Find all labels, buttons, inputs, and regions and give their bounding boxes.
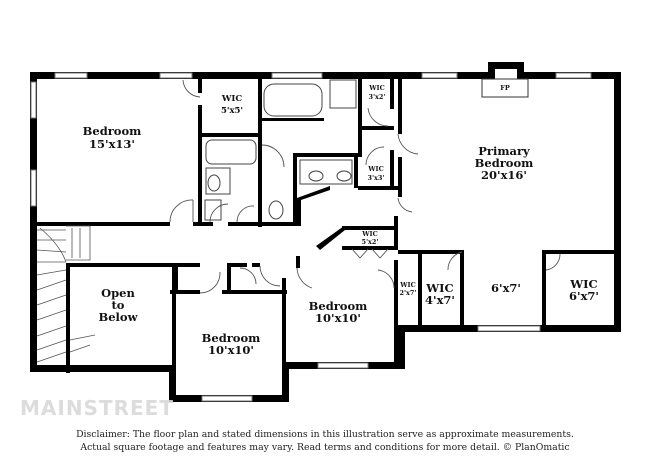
- wic-6-dims: 4'x7': [425, 293, 455, 307]
- wic-6-name: WIC: [425, 281, 453, 295]
- wic-4-name: WIC: [361, 230, 378, 238]
- wic-3-name: WIC: [367, 165, 384, 173]
- wic-2-name: WIC: [368, 84, 385, 92]
- fireplace-hearth: [481, 78, 529, 98]
- bedroom-sw-name: Bedroom: [202, 331, 261, 345]
- open-to-below-line2: to: [112, 298, 125, 312]
- bedroom-sw-dims: 10'x10': [208, 343, 254, 357]
- wic-7-dims: 6'x7': [569, 289, 599, 303]
- primary-bedroom-line1: Primary: [478, 144, 530, 158]
- disclaimer-line2: Actual square footage and features may v…: [80, 442, 570, 453]
- room-labels: Bedroom 15'x13' WIC 5'x5' WIC 3'x2' WIC …: [83, 84, 599, 357]
- disclaimer: Disclaimer: The floor plan and stated di…: [0, 428, 650, 454]
- fireplace-label: FP: [500, 84, 510, 92]
- wic-3-dims: 3'x3': [368, 174, 385, 182]
- wic-4-dims: 5'x2': [362, 238, 379, 246]
- closet-center-dims: 6'x7': [491, 281, 521, 295]
- primary-bedroom-dims: 20'x16': [481, 168, 527, 182]
- door-swings: [169, 79, 561, 294]
- bedroom-nw-dims: 15'x13': [89, 137, 135, 151]
- exterior-walls: [30, 62, 621, 402]
- bedroom-s-name: Bedroom: [309, 299, 368, 313]
- watermark-text: MAINSTREET: [20, 396, 174, 420]
- bedroom-nw-name: Bedroom: [83, 124, 142, 138]
- disclaimer-line1: Disclaimer: The floor plan and stated di…: [76, 429, 574, 440]
- interior-walls: [35, 79, 618, 373]
- stairs: [36, 225, 96, 363]
- wic-7-name: WIC: [569, 277, 597, 291]
- wic-2-dims: 3'x2': [369, 93, 386, 101]
- wic-5-dims: 2'x7': [400, 289, 417, 297]
- watermark-logo: MAINSTREET: [20, 396, 174, 420]
- windows: [30, 72, 592, 402]
- bedroom-s-dims: 10'x10': [315, 311, 361, 325]
- primary-bedroom-line2: Bedroom: [475, 156, 534, 170]
- wic-1-dims: 5'x5': [221, 106, 243, 116]
- open-to-below-line3: Below: [99, 310, 139, 324]
- bath-fixtures: [204, 79, 357, 221]
- wic-5-name: WIC: [399, 281, 416, 289]
- open-to-below-line1: Open: [101, 286, 135, 300]
- wic-1-name: WIC: [221, 94, 243, 104]
